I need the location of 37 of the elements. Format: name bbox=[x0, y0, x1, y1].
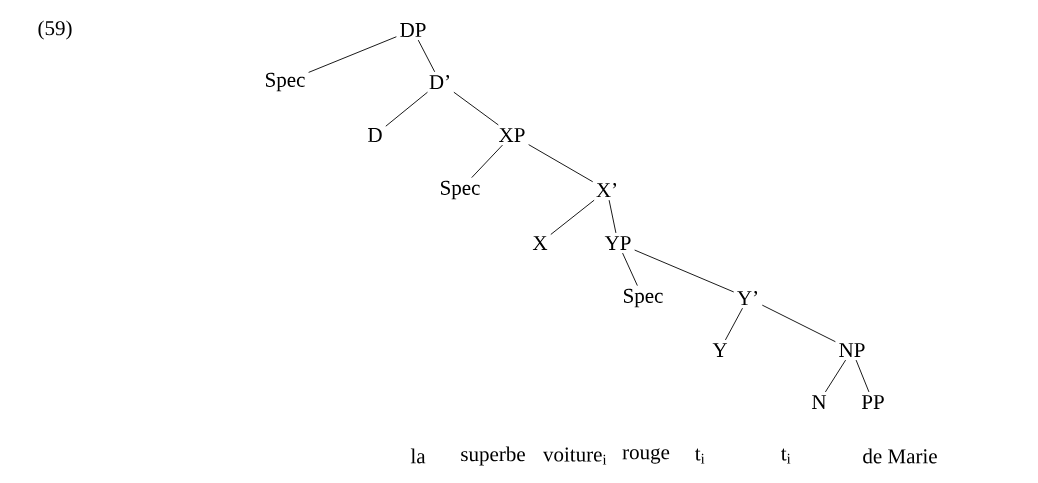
branch-line bbox=[622, 252, 638, 287]
word-label: t$_{i}$ bbox=[781, 448, 791, 464]
tree-label: Spec bbox=[624, 288, 663, 308]
branch-line bbox=[824, 359, 847, 393]
branch-line bbox=[724, 307, 743, 341]
tree-label: XP bbox=[499, 128, 525, 142]
word-label: voiture$_{i}$ bbox=[542, 447, 607, 465]
word-label: t$_{i}$ bbox=[695, 448, 705, 464]
branch-line bbox=[417, 39, 436, 73]
branch-line bbox=[528, 144, 594, 183]
branch-line bbox=[761, 304, 836, 343]
word-label: de Marie bbox=[863, 448, 937, 464]
tree-label: N bbox=[812, 395, 827, 409]
tree-label: YP bbox=[604, 236, 631, 250]
tree-label: Spec bbox=[441, 180, 480, 200]
branch-line bbox=[550, 199, 595, 235]
tree-label: X bbox=[532, 236, 548, 250]
tree-label: Spec bbox=[266, 72, 305, 92]
tree-label: D bbox=[368, 128, 382, 142]
tree-label: Y’ bbox=[737, 291, 758, 305]
tree-label: DP bbox=[400, 23, 426, 37]
branch-line bbox=[608, 199, 617, 234]
tree-label: NP bbox=[839, 343, 865, 357]
word-label: rouge bbox=[622, 448, 670, 464]
branch-line bbox=[308, 36, 397, 73]
tree-label: PP bbox=[861, 395, 884, 409]
tree-label: Y bbox=[712, 343, 728, 357]
branch-line bbox=[855, 359, 870, 393]
branch-line bbox=[385, 91, 428, 127]
word-label: la bbox=[410, 448, 426, 464]
branch-line bbox=[471, 144, 503, 179]
branch-line bbox=[453, 91, 499, 126]
word-label: superbe bbox=[461, 446, 525, 466]
tree-label: X’ bbox=[596, 183, 617, 197]
example-number: (59) bbox=[38, 20, 72, 40]
tree-label: D’ bbox=[429, 75, 450, 89]
branch-line bbox=[634, 249, 735, 293]
